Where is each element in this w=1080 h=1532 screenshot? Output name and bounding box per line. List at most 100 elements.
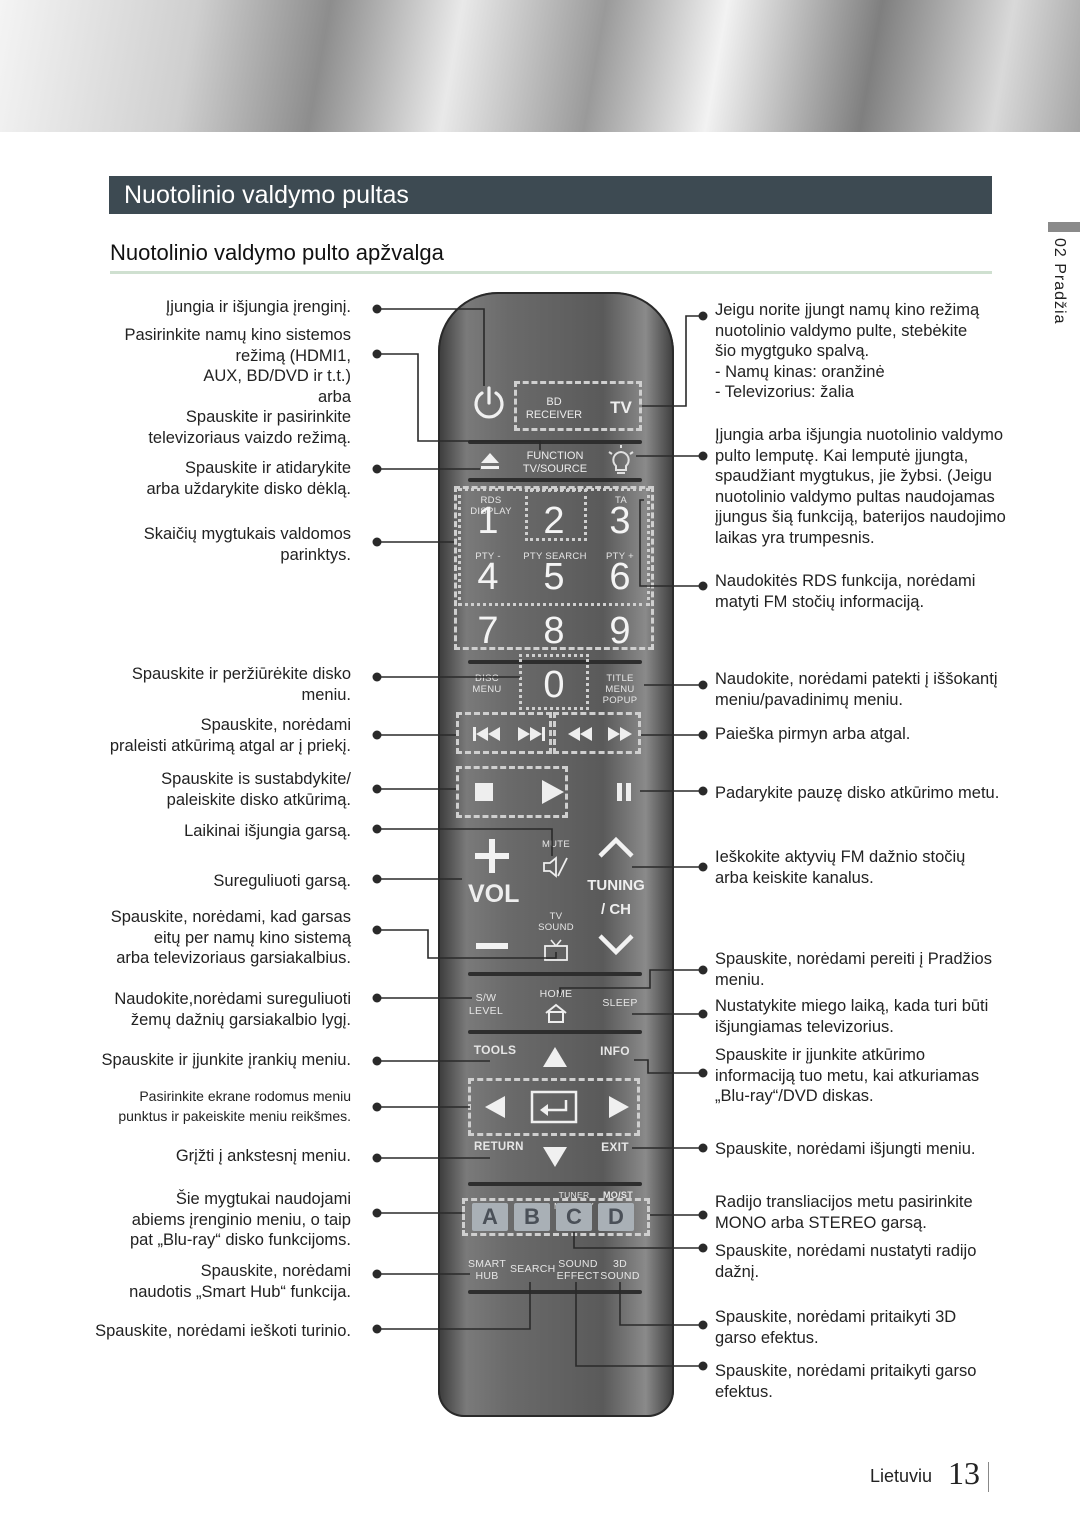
exit-button[interactable]: EXIT [601, 1140, 629, 1154]
play-button[interactable] [538, 778, 566, 806]
label-tools: Spauskite ir įjunkite įrankių meniu. [101, 1051, 351, 1069]
digit-8-button[interactable]: 8 [543, 610, 565, 652]
digit-9-button[interactable]: 9 [609, 610, 631, 652]
triangle-left-icon [485, 1096, 505, 1118]
smart-hub-button[interactable]: SMART HUB [468, 1258, 507, 1282]
triangle-right-icon [609, 1096, 629, 1118]
info-button[interactable]: INFO [600, 1044, 630, 1058]
separator [468, 478, 642, 482]
label-3d-sound: Spauskite, norėdami pritaikyti 3D garso … [715, 1308, 957, 1347]
sound-effect-button[interactable]: SOUND EFFECT [556, 1258, 600, 1282]
label-disc-menu: Spauskite ir peržiūrėkite disko meniu. [131, 665, 351, 704]
channel-up-button[interactable] [596, 834, 636, 860]
d-button[interactable]: D [598, 1203, 634, 1231]
pause-button[interactable] [612, 780, 636, 804]
label-tuning: Ieškokite aktyvių FM dažnio stočių arba … [715, 848, 966, 887]
volume-up-button[interactable] [472, 836, 512, 876]
label-search: Spauskite, norėdami ieškoti turinio. [95, 1322, 351, 1340]
chevron-up-icon [598, 836, 634, 858]
label-smart-hub: Spauskite, norėdami naudotis „Smart Hub“… [129, 1262, 351, 1301]
mo-st-label: MO/ST [603, 1190, 633, 1200]
enter-button[interactable] [528, 1088, 580, 1126]
tv-button[interactable]: TV [610, 398, 632, 417]
channel-down-button[interactable] [596, 932, 636, 958]
fast-forward-icon [608, 727, 632, 741]
left-arrow-button[interactable] [480, 1092, 510, 1122]
separator [468, 440, 642, 444]
digit-7-button[interactable]: 7 [477, 610, 499, 652]
bd-receiver-button[interactable]: BD RECEIVER [525, 396, 583, 421]
footer-language: Lietuviu [870, 1466, 933, 1486]
stop-button[interactable] [472, 780, 496, 804]
label-skip: Spauskite, norėdami praleisti atkūrimą a… [109, 716, 351, 755]
digit2-highlight [525, 489, 587, 541]
separator [468, 1290, 642, 1294]
light-button[interactable] [604, 444, 638, 478]
vol-label: VOL [468, 880, 520, 908]
digit-2-button[interactable]: 2 [543, 500, 565, 542]
fast-forward-button[interactable] [604, 722, 638, 746]
a-button[interactable]: A [472, 1203, 508, 1231]
3d-sound-button[interactable]: 3D SOUND [600, 1258, 640, 1282]
digit-1-button[interactable]: 1 [477, 500, 499, 542]
separator [468, 1030, 642, 1034]
c-button[interactable]: C [556, 1203, 592, 1231]
down-arrow-button[interactable] [538, 1142, 572, 1172]
return-button[interactable]: RETURN [474, 1141, 524, 1153]
light-bulb-icon [608, 445, 634, 474]
up-arrow-button[interactable] [538, 1042, 572, 1072]
label-stop-play: Spauskite is sustabdykite/ paleiskite di… [161, 770, 351, 809]
label-sound-effect: Spauskite, norėdami pritaikyti garso efe… [715, 1362, 977, 1401]
label-return: Grįžti į ankstesnį meniu. [175, 1147, 351, 1165]
tv-sound-button[interactable] [542, 938, 570, 962]
mode-highlight [514, 381, 642, 431]
sw-level-button[interactable]: S/W LEVEL [468, 992, 504, 1017]
power-button[interactable] [470, 384, 508, 422]
chevron-down-icon [598, 934, 634, 956]
skip-back-icon [473, 727, 500, 741]
mute-button[interactable] [540, 854, 570, 880]
power-icon [474, 386, 504, 419]
digit-3-button[interactable]: 3 [609, 500, 631, 542]
label-home: Spauskite, norėdami pereiti į Pradžios m… [715, 950, 992, 989]
label-tv-sound: Spauskite, norėdami, kad garsas eitų per… [110, 908, 351, 967]
rewind-icon [568, 727, 592, 741]
label-tuner-memory: Spauskite, norėdami nustatyti radijo daž… [715, 1242, 977, 1281]
disc-menu-button[interactable]: DISC MENU [472, 673, 502, 695]
skip-back-button[interactable] [470, 722, 504, 746]
digit-0-button[interactable]: 0 [543, 664, 565, 706]
label-volume: Sureguliuoti garsą. [213, 872, 351, 890]
minus-icon [476, 943, 508, 949]
label-exit: Spauskite, norėdami išjungti meniu. [715, 1140, 976, 1158]
label-open-close: Spauskite ir atidarykite arba uždarykite… [146, 459, 351, 498]
label-mo-st: Radijo transliacijos metu pasirinkite MO… [715, 1193, 973, 1232]
label-sw-level: Naudokite,norėdami sureguliuoti žemų daž… [114, 990, 351, 1029]
leader-line [379, 1282, 531, 1330]
right-arrow-button[interactable] [604, 1092, 634, 1122]
volume-down-button[interactable] [474, 936, 510, 956]
subtitle-rule [110, 271, 992, 274]
digit-5-button[interactable]: 5 [543, 556, 565, 598]
label-light: Įjungia arba išjungia nuotolinio valdymo… [715, 426, 1006, 547]
function-button[interactable]: FUNCTION TV/SOURCE [522, 450, 588, 475]
home-button[interactable] [544, 1002, 568, 1024]
digit-6-button[interactable]: 6 [609, 556, 631, 598]
title-menu-button[interactable]: TITLE MENU POPUP [602, 673, 638, 706]
tuning-ch-label: TUNING / CH [587, 877, 645, 918]
label-color-buttons: Šie mygtukai naudojami abiems įrenginio … [130, 1190, 351, 1249]
skip-forward-icon [518, 727, 545, 741]
pty-search-label: PTY SEARCH [523, 551, 587, 562]
rewind-button[interactable] [562, 722, 596, 746]
tools-button[interactable]: TOOLS [473, 1043, 517, 1057]
leader-line [634, 1059, 701, 1074]
b-button[interactable]: B [514, 1203, 550, 1231]
leader-line [639, 499, 701, 587]
digit-4-button[interactable]: 4 [477, 556, 499, 598]
eject-button[interactable] [478, 449, 502, 473]
skip-forward-button[interactable] [514, 722, 548, 746]
home-label: HOME [539, 988, 573, 1000]
search-button[interactable]: SEARCH [510, 1263, 556, 1275]
sleep-button[interactable]: SLEEP [602, 997, 638, 1009]
separator [468, 660, 642, 664]
separator [468, 1182, 642, 1186]
